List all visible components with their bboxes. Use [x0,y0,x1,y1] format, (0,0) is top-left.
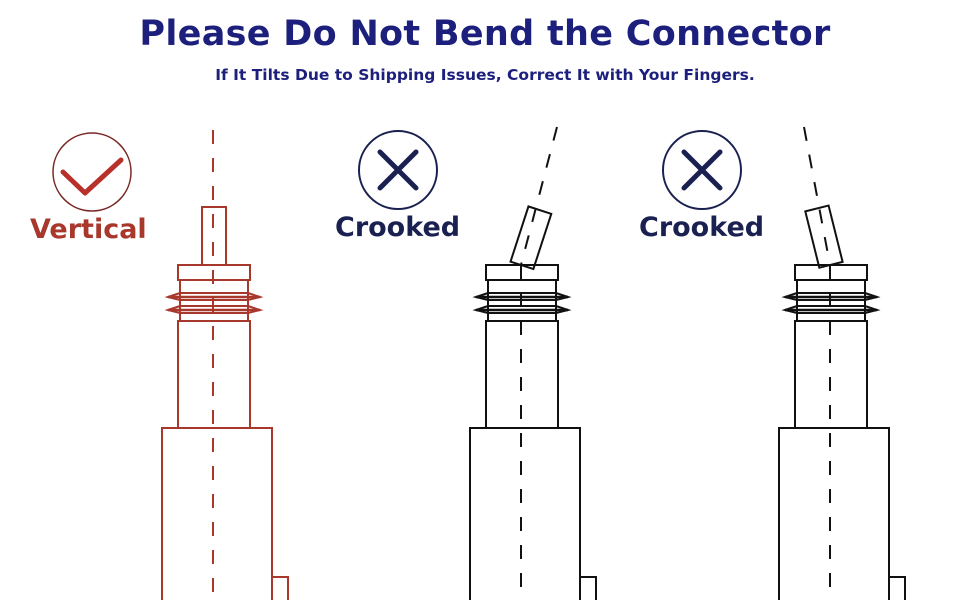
label-crooked: Crooked [335,212,461,243]
check-icon [52,132,132,212]
page-title: Please Do Not Bend the Connector [139,14,831,54]
x-icon [662,130,742,210]
connector-crooked-2 [777,126,907,600]
connector-vertical [160,130,290,600]
page-subtitle: If It Tilts Due to Shipping Issues, Corr… [215,66,755,84]
label-vertical: Vertical [30,214,147,245]
label-crooked: Crooked [639,212,765,243]
x-icon [358,130,438,210]
connector-crooked-1 [468,126,598,600]
